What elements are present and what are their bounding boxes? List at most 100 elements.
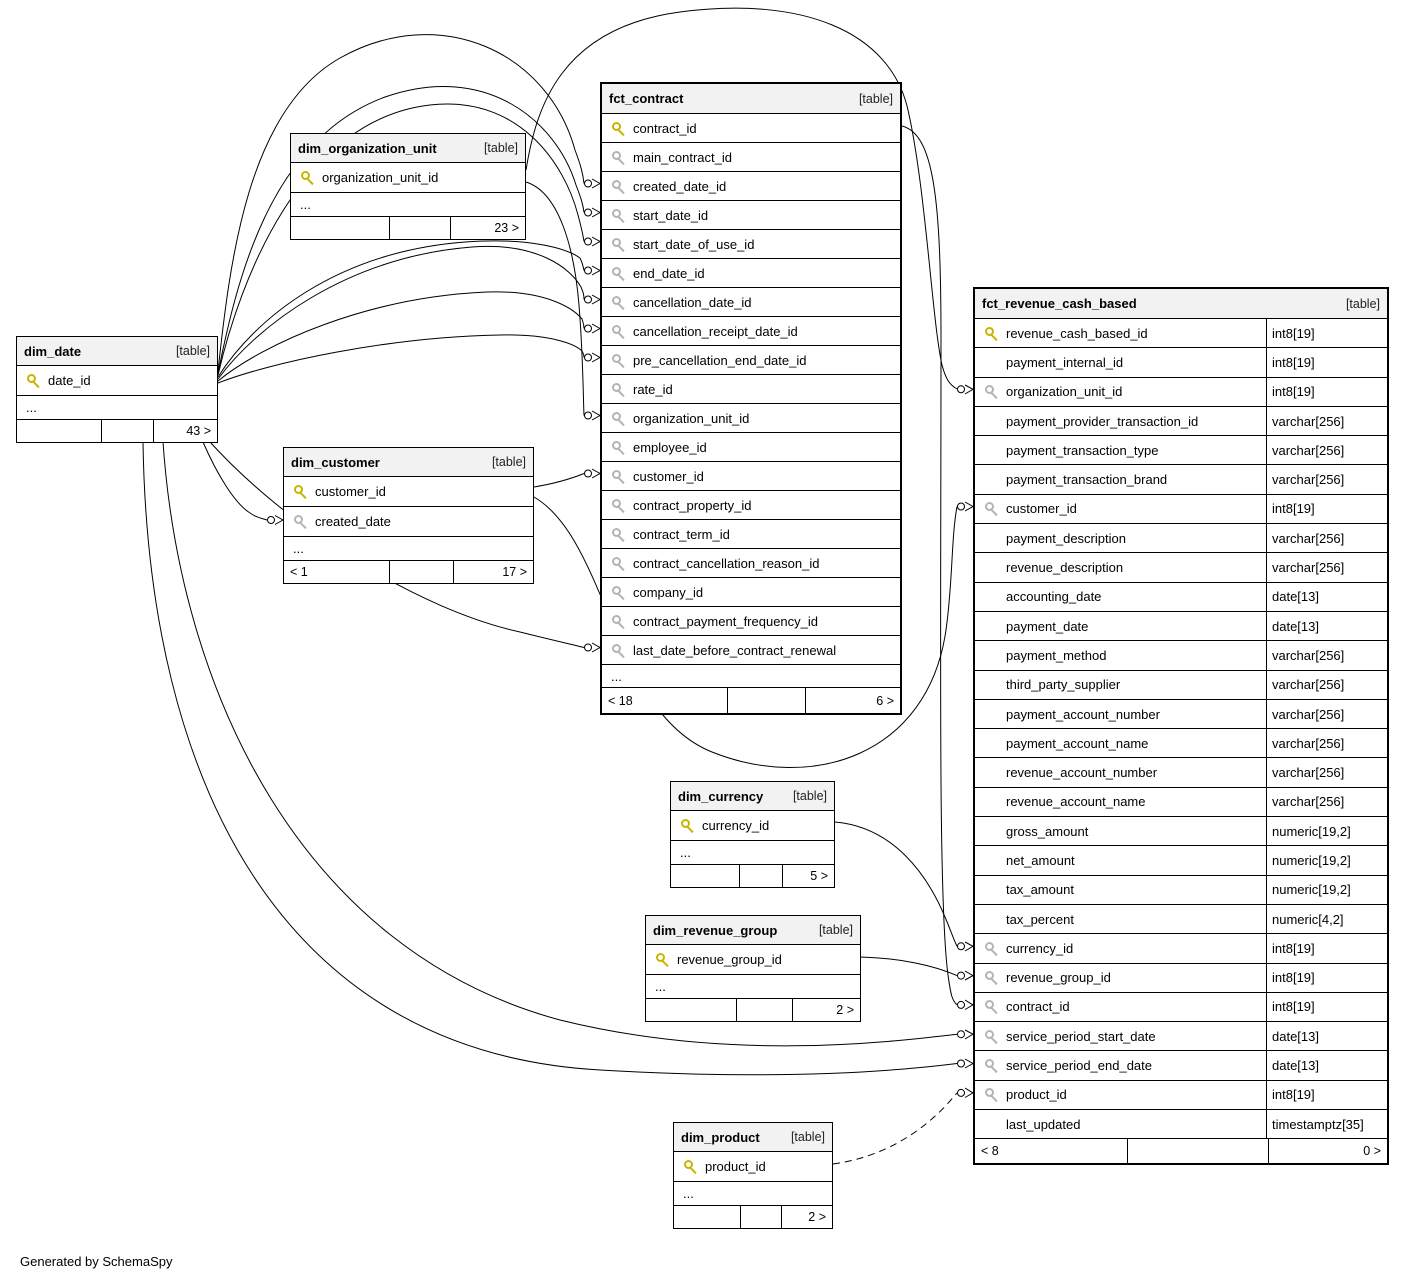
table-fct-contract[interactable]: fct_contract [table] contract_id main_co…	[600, 82, 902, 715]
column-name: contract_id	[1006, 999, 1070, 1015]
table-dim-date[interactable]: dim_date [table] date_id ... 43 >	[16, 336, 218, 443]
column-row: organization_unit_id	[602, 403, 900, 432]
key-icon	[611, 411, 626, 426]
column-name: revenue_description	[1006, 560, 1124, 576]
key-icon	[293, 514, 308, 529]
key-icon	[984, 619, 999, 634]
footer-children-count: 23 >	[450, 217, 525, 239]
key-icon	[611, 440, 626, 455]
table-title: fct_revenue_cash_based	[982, 296, 1137, 311]
column-name: payment_internal_id	[1006, 354, 1124, 370]
table-dim-organization-unit[interactable]: dim_organization_unit [table] organizati…	[290, 133, 526, 240]
column-row: customer_id	[284, 476, 533, 506]
column-row: cancellation_date_id	[602, 287, 900, 316]
table-dim-currency[interactable]: dim_currency [table] currency_id ... 5 >	[670, 781, 835, 888]
column-type: varchar[256]	[1266, 729, 1387, 758]
key-icon	[984, 355, 999, 370]
column-name: cancellation_date_id	[633, 294, 752, 310]
column-name: employee_id	[633, 439, 707, 455]
column-row: contract_property_id	[602, 490, 900, 519]
key-icon	[680, 818, 695, 833]
column-row: employee_id	[602, 432, 900, 461]
table-title: dim_currency	[678, 788, 764, 804]
column-type: date[13]	[1266, 1022, 1387, 1051]
table-header: dim_currency [table]	[671, 782, 834, 810]
column-row: start_date_of_use_id	[602, 229, 900, 258]
column-type: numeric[19,2]	[1266, 875, 1387, 904]
column-row: payment_description varchar[256]	[975, 523, 1387, 553]
table-fct-revenue-cash-based[interactable]: fct_revenue_cash_based [table] revenue_c…	[973, 287, 1389, 1166]
key-icon	[611, 208, 626, 223]
column-type: varchar[256]	[1266, 641, 1387, 670]
footer-parents-count	[17, 420, 101, 442]
table-footer: 23 >	[291, 216, 525, 239]
column-row: revenue_description varchar[256]	[975, 552, 1387, 582]
column-name: last_date_before_contract_renewal	[633, 642, 837, 658]
key-icon	[611, 353, 626, 368]
column-row: payment_provider_transaction_id varchar[…	[975, 405, 1387, 436]
column-row: created_date	[284, 506, 533, 536]
column-name: currency_id	[702, 818, 770, 833]
column-row: payment_account_number varchar[256]	[975, 698, 1387, 729]
column-type: timestamptz[35]	[1266, 1110, 1387, 1139]
key-icon	[26, 373, 41, 388]
column-row: date_id	[17, 365, 217, 395]
column-row: created_date_id	[602, 171, 900, 200]
column-type: int8[19]	[1266, 1080, 1387, 1110]
table-dim-product[interactable]: dim_product [table] product_id ... 2 >	[673, 1122, 833, 1229]
table-tag: [table]	[483, 141, 518, 155]
table-tag: [table]	[175, 344, 210, 358]
table-header: dim_revenue_group [table]	[646, 916, 860, 944]
column-name: product_id	[1006, 1087, 1067, 1103]
column-row: customer_id int8[19]	[975, 493, 1387, 524]
key-icon	[984, 1029, 999, 1044]
ellipsis-row: ...	[602, 664, 900, 687]
column-row: company_id	[602, 577, 900, 606]
table-dim-revenue-group[interactable]: dim_revenue_group [table] revenue_group_…	[645, 915, 861, 1022]
key-icon	[984, 853, 999, 868]
column-name: contract_id	[633, 120, 697, 136]
key-icon	[611, 469, 626, 484]
column-name: revenue_account_name	[1006, 794, 1146, 810]
column-name: main_contract_id	[633, 149, 732, 165]
key-icon	[611, 614, 626, 629]
key-icon	[611, 498, 626, 513]
column-type: numeric[4,2]	[1266, 904, 1387, 934]
table-header: dim_date [table]	[17, 337, 217, 365]
column-name: revenue_account_number	[1006, 765, 1158, 781]
ellipsis-row: ...	[284, 536, 533, 560]
column-name: customer_id	[1006, 501, 1077, 517]
column-name: product_id	[705, 1159, 766, 1174]
footer-parents-count	[671, 865, 739, 887]
column-name: company_id	[633, 584, 704, 600]
column-row: payment_method varchar[256]	[975, 640, 1387, 670]
table-footer: 2 >	[674, 1205, 832, 1228]
column-name: payment_transaction_brand	[1006, 472, 1168, 488]
column-type: varchar[256]	[1266, 406, 1387, 436]
column-type: int8[19]	[1266, 934, 1387, 963]
column-row: payment_account_name varchar[256]	[975, 728, 1387, 758]
column-type: varchar[256]	[1266, 524, 1387, 553]
column-row: contract_id int8[19]	[975, 991, 1387, 1022]
key-icon	[655, 952, 670, 967]
key-icon	[683, 1159, 698, 1174]
key-icon	[984, 326, 999, 341]
table-title: dim_revenue_group	[653, 922, 778, 938]
column-name: contract_payment_frequency_id	[633, 613, 819, 629]
key-icon	[611, 585, 626, 600]
column-name: start_date_of_use_id	[633, 236, 755, 252]
column-name: organization_unit_id	[322, 170, 439, 185]
ellipsis-row: ...	[291, 192, 525, 216]
column-name: end_date_id	[633, 265, 705, 281]
column-type: numeric[19,2]	[1266, 817, 1387, 846]
column-type: varchar[256]	[1266, 699, 1387, 729]
column-row: revenue_group_id int8[19]	[975, 962, 1387, 992]
column-row: rate_id	[602, 374, 900, 403]
column-name: revenue_group_id	[1006, 970, 1111, 986]
table-dim-customer[interactable]: dim_customer [table] customer_id created…	[283, 447, 534, 584]
key-icon	[611, 382, 626, 397]
column-name: payment_date	[1006, 618, 1089, 634]
column-row: product_id	[674, 1151, 832, 1181]
column-name: service_period_end_date	[1006, 1058, 1152, 1074]
footer-mid-cell	[1127, 1139, 1268, 1164]
